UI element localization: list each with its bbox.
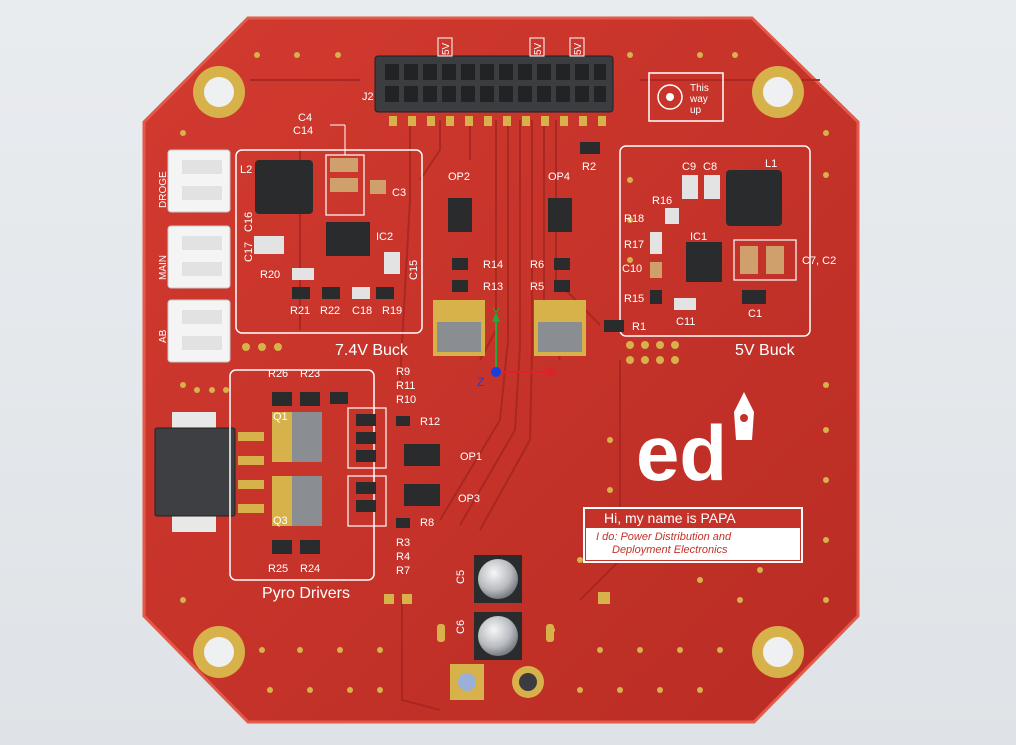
label-c16: C16 [243,212,255,232]
label-5v-1: 5V [441,42,452,55]
label-c15: C15 [408,260,420,280]
label-r18: R18 [624,213,644,225]
logo-text: ed [636,409,727,497]
label-r21: R21 [290,305,310,317]
label-q3: Q3 [273,515,288,527]
label-r9: R9 [396,366,410,378]
label-c14: C14 [293,125,313,137]
axis-triad [491,312,556,377]
label-droge: DROGE [158,171,169,208]
label-r12: R12 [420,416,440,428]
label-r25: R25 [268,563,288,575]
orientation-text-1: This [690,83,709,94]
axis-z-label: Z [477,375,484,389]
label-5v-2: 5V [533,42,544,55]
section-buck-5 [619,145,811,337]
label-op4: OP4 [548,171,570,183]
label-r5: R5 [530,281,544,293]
axis-y-label: Y [492,305,500,319]
connector-ab[interactable] [167,299,231,363]
label-op2: OP2 [448,171,470,183]
label-main: MAIN [158,255,169,280]
label-r10: R10 [396,394,416,406]
label-c9: C9 [682,161,696,173]
label-j2: J2 [362,91,374,103]
title-buck-5: 5V Buck [735,342,796,359]
label-ab: AB [158,329,169,343]
target-icon [657,84,683,110]
connector-main[interactable] [167,225,231,289]
label-r15: R15 [624,293,644,305]
label-r2: R2 [582,161,596,173]
label-c5: C5 [455,570,467,584]
pyro-output-connector[interactable] [154,412,264,532]
label-c1: C1 [748,308,762,320]
name-tag [583,507,803,563]
label-c3: C3 [392,187,406,199]
label-r6: R6 [530,259,544,271]
capacitor-c5 [474,555,522,603]
section-buck-74 [235,124,423,334]
header-j2[interactable] [374,55,614,126]
ic1-chip [686,242,722,282]
ed-rocket-logo: ed [636,392,754,497]
middle-components [433,142,624,356]
label-r7: R7 [396,565,410,577]
label-r14: R14 [483,259,503,271]
name-tag-title: Hi, my name is PAPA [604,510,736,526]
label-r19: R19 [382,305,402,317]
connector-droge[interactable] [167,149,231,213]
label-r26: R26 [268,368,288,380]
label-r22: R22 [320,305,340,317]
label-r16: R16 [652,195,672,207]
label-c17: C17 [243,242,255,262]
name-tag-line3: Deployment Electronics [612,544,728,556]
label-r23: R23 [300,368,320,380]
label-5v-3: 5V [573,42,584,55]
orientation-mark: This way up [648,72,724,122]
inductor-l2 [255,160,313,214]
bottom-terminals [384,592,610,700]
orientation-text-3: up [690,105,702,116]
label-l1: L1 [765,158,777,170]
section-pyro [229,369,440,581]
title-buck-74: 7.4V Buck [335,342,409,359]
title-pyro: Pyro Drivers [262,585,350,602]
axis-x-label: X [549,365,557,379]
label-r3: R3 [396,537,410,549]
label-c6: C6 [455,620,467,634]
label-r11: R11 [396,380,415,392]
orientation-text-2: way [689,94,708,105]
label-op3: OP3 [458,493,480,505]
ic2-chip [326,222,370,256]
label-c18: C18 [352,305,372,317]
label-ic2: IC2 [376,231,393,243]
label-r8: R8 [420,517,434,529]
label-r17: R17 [624,239,644,251]
label-r4: R4 [396,551,410,563]
label-r1: R1 [632,321,646,333]
name-tag-line2: I do: Power Distribution and [596,531,732,543]
label-c7-c2: C7, C2 [802,255,836,267]
power-labels: 5V 5V 5V [437,37,585,57]
label-r13: R13 [483,281,503,293]
mounting-holes [193,66,804,678]
label-c4: C4 [298,112,312,124]
label-l2: L2 [240,164,252,176]
label-c8: C8 [703,161,717,173]
label-q1: Q1 [273,411,288,423]
label-r24: R24 [300,563,320,575]
label-r20: R20 [260,269,280,281]
label-c11: C11 [676,316,695,328]
label-op1: OP1 [460,451,482,463]
inductor-l1 [726,170,782,226]
label-ic1: IC1 [690,231,707,243]
label-c10: C10 [622,263,642,275]
capacitor-c6 [437,612,554,660]
